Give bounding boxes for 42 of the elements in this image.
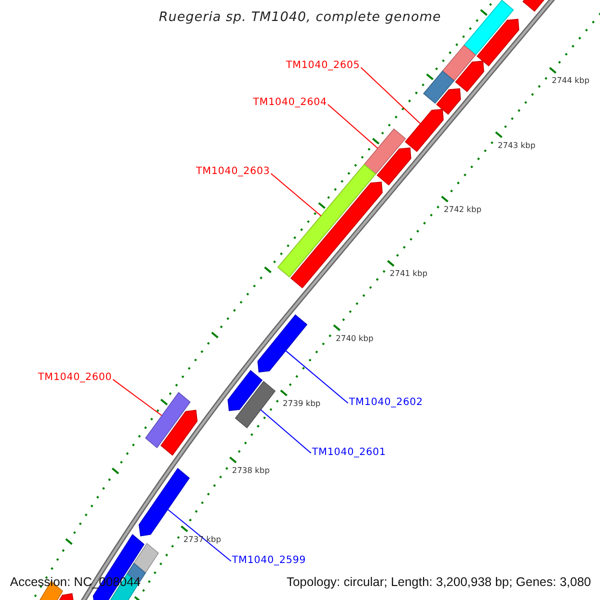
leader-line bbox=[285, 350, 348, 404]
scale-label: 2739 kbp bbox=[282, 398, 320, 409]
gene-label: TM1040_2599 bbox=[232, 554, 306, 567]
coding-region bbox=[160, 410, 198, 456]
feature-box bbox=[423, 70, 455, 104]
diagram-title: Ruegeria sp. TM1040, complete genome bbox=[158, 9, 442, 26]
gene-label: TM1040_2602 bbox=[349, 396, 423, 409]
scale-label: 2737 kbp bbox=[183, 534, 222, 545]
coding-region bbox=[228, 370, 263, 412]
gene-label: TM1040_2604 bbox=[253, 96, 327, 109]
scale-label: 2744 kbp bbox=[552, 76, 590, 86]
leader-line bbox=[167, 508, 232, 562]
feature-box bbox=[234, 380, 276, 428]
coding-region bbox=[138, 468, 190, 536]
coding-region bbox=[476, 18, 520, 66]
leader-line bbox=[360, 66, 421, 124]
genome-info-text: Topology: circular; Length: 3,200,938 bp; Genes: 3,080 bbox=[286, 575, 592, 590]
scale-label: 2740 kbp bbox=[336, 334, 374, 344]
feature-box bbox=[364, 128, 406, 175]
feature-box bbox=[464, 0, 514, 56]
coding-region bbox=[436, 88, 461, 115]
gene-label: TM1040_2601 bbox=[312, 446, 386, 459]
coding-region bbox=[257, 314, 308, 372]
feature-box bbox=[442, 44, 476, 82]
feature-box bbox=[144, 392, 191, 448]
coding-region bbox=[404, 108, 444, 152]
coding-region bbox=[376, 147, 412, 186]
leader-line bbox=[112, 378, 162, 416]
coding-region bbox=[290, 182, 383, 288]
gene-label: TM1040_2603 bbox=[196, 165, 270, 178]
gene-label: TM1040_2605 bbox=[286, 59, 360, 72]
feature-box bbox=[133, 542, 159, 574]
leader-line bbox=[327, 104, 378, 149]
scale-label: 2742 kbp bbox=[444, 205, 482, 216]
accession-text: Accession: NC_008044 bbox=[9, 575, 142, 590]
scale-label: 2741 kbp bbox=[390, 269, 428, 280]
leader-line bbox=[270, 172, 322, 216]
scale-label: 2743 kbp bbox=[498, 140, 536, 151]
gene-label: TM1040_2600 bbox=[38, 371, 112, 384]
feature-box bbox=[277, 164, 376, 278]
coding-region bbox=[454, 60, 484, 92]
scale-label: 2738 kbp bbox=[232, 466, 270, 476]
